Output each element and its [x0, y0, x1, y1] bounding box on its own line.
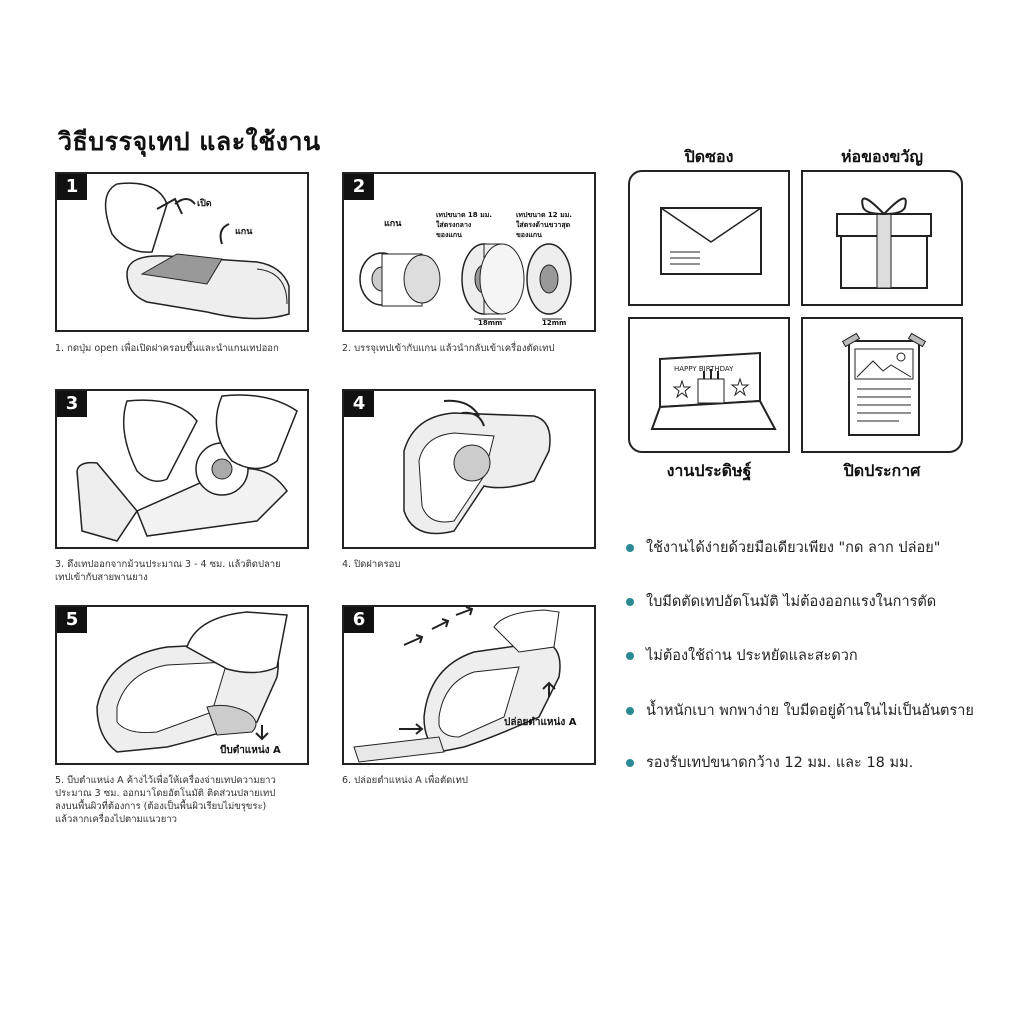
caption-line: 4. ปิดฝาครอบ [342, 559, 401, 570]
step-number: 3 [57, 391, 87, 417]
step-3-panel: 3 [55, 389, 309, 549]
feature-item: ไม่ต้องใช้ถ่าน ประหยัดและสะดวก [626, 644, 858, 667]
label-open: เปิด [197, 199, 212, 209]
label-release-a: ปล่อยตำแหน่ง A [504, 717, 577, 728]
page-title: วิธีบรรจุเทป และใช้งาน [58, 127, 321, 156]
use-label-poster: ปิดประกาศ [843, 461, 921, 480]
use-tile-gift [801, 170, 963, 306]
feature-item: ใบมีดตัดเทปอัตโนมัติ ไม่ต้องออกแรงในการต… [626, 590, 936, 613]
step-4-illustration [403, 399, 551, 535]
caption-line: 2. บรรจุเทปเข้ากับแกน แล้วนำกลับเข้าเครื… [342, 343, 555, 354]
step-1-caption: 1. กดปุ่ม open เพื่อเปิดฝาครอบขึ้นและนำแ… [55, 342, 315, 355]
step-number: 1 [57, 174, 87, 200]
step-6-panel: 6 ปล่อยตำแหน่ง A [342, 605, 596, 765]
step-number: 2 [344, 174, 374, 200]
caption-line: เทปเข้ากับสายพานยาง [55, 572, 148, 583]
bullet-icon [626, 707, 634, 715]
label-12mm-tape: เทปขนาด 12 มม. [516, 211, 572, 219]
label-core: แกน [235, 227, 253, 237]
step-2-caption: 2. บรรจุเทปเข้ากับแกน แล้วนำกลับเข้าเครื… [342, 342, 602, 355]
label-press-a: บีบตำแหน่ง A [220, 745, 281, 756]
step-3-illustration [76, 394, 298, 542]
step-2-panel: 2 แกน เทปขนาด 18 มม. ใส่ตรงกลาง ของแกน เ… [342, 172, 596, 332]
feature-text: ใช้งานได้ง่ายด้วยมือเดียวเพียง "กด ลาก ป… [646, 540, 941, 556]
use-label-envelope: ปิดซอง [684, 147, 734, 166]
feature-text: ใบมีดตัดเทปอัตโนมัติ ไม่ต้องออกแรงในการต… [646, 594, 937, 610]
caption-line: ประมาณ 3 ซม. ออกมาโดยอัตโนมัติ ติดส่วนปล… [55, 788, 276, 799]
use-label-gift: ห่อของขวัญ [840, 147, 924, 166]
poster-icon [841, 332, 927, 436]
step-1-illustration [104, 182, 290, 320]
feature-item: รองรับเทปขนาดกว้าง 12 มม. และ 18 มม. [626, 751, 913, 774]
label-12mm-core: ของแกน [516, 231, 542, 239]
birthday-card-icon: HAPPY BIRTHDAY [650, 351, 777, 430]
step-number: 4 [344, 391, 374, 417]
step-5-caption: 5. บีบตำแหน่ง A ค้างไว้เพื่อให้เครื่องจ่… [55, 774, 315, 826]
envelope-icon [660, 207, 762, 275]
caption-line: ลงบนพื้นผิวที่ต้องการ (ต้องเป็นพื้นผิวเร… [55, 801, 267, 812]
step-6-illustration [353, 607, 561, 763]
caption-line: 1. กดปุ่ม open เพื่อเปิดฝาครอบขึ้นและนำแ… [55, 343, 279, 354]
step-number: 6 [344, 607, 374, 633]
card-text: HAPPY BIRTHDAY [674, 365, 734, 373]
label-18mm-tape: เทปขนาด 18 มม. [436, 211, 492, 219]
step-1-panel: 1 เปิด แกน [55, 172, 309, 332]
feature-item: ใช้งานได้ง่ายด้วยมือเดียวเพียง "กด ลาก ป… [626, 536, 940, 559]
step-3-caption: 3. ดึงเทปออกจากม้วนประมาณ 3 - 4 ซม. แล้ว… [55, 558, 315, 584]
step-4-caption: 4. ปิดฝาครอบ [342, 558, 602, 571]
label-core: แกน [384, 219, 402, 229]
use-tile-craft: HAPPY BIRTHDAY [628, 317, 790, 453]
bullet-icon [626, 598, 634, 606]
step-5-illustration [96, 611, 288, 753]
step-6-caption: 6. ปล่อยตำแหน่ง A เพื่อตัดเทป [342, 774, 602, 787]
step-2-illustration [359, 243, 572, 320]
label-18mm: 18mm [478, 319, 503, 327]
use-tile-poster [801, 317, 963, 453]
gift-box-icon [836, 197, 932, 289]
use-tile-envelope [628, 170, 790, 306]
step-4-panel: 4 [342, 389, 596, 549]
label-12mm: 12mm [542, 319, 567, 327]
label-18mm-center: ใส่ตรงกลาง [436, 221, 472, 229]
feature-text: น้ำหนักเบา พกพาง่าย ใบมีดอยู่ด้านในไม่เป… [646, 703, 974, 719]
step-5-panel: 5 บีบตำแหน่ง A [55, 605, 309, 765]
step-number: 5 [57, 607, 87, 633]
bullet-icon [626, 652, 634, 660]
label-18mm-core: ของแกน [436, 231, 462, 239]
caption-line: 6. ปล่อยตำแหน่ง A เพื่อตัดเทป [342, 775, 468, 786]
caption-line: แล้วลากเครื่องไปตามแนวยาว [55, 814, 177, 825]
bullet-icon [626, 759, 634, 767]
use-label-craft: งานประดิษฐ์ [666, 461, 752, 480]
feature-item: น้ำหนักเบา พกพาง่าย ใบมีดอยู่ด้านในไม่เป… [626, 699, 974, 722]
caption-line: 5. บีบตำแหน่ง A ค้างไว้เพื่อให้เครื่องจ่… [55, 775, 276, 786]
caption-line: 3. ดึงเทปออกจากม้วนประมาณ 3 - 4 ซม. แล้ว… [55, 559, 281, 570]
feature-text: ไม่ต้องใช้ถ่าน ประหยัดและสะดวก [646, 648, 858, 664]
bullet-icon [626, 544, 634, 552]
label-12mm-right: ใส่ตรงด้านขวาสุด [516, 221, 571, 229]
feature-text: รองรับเทปขนาดกว้าง 12 มม. และ 18 มม. [646, 755, 914, 771]
